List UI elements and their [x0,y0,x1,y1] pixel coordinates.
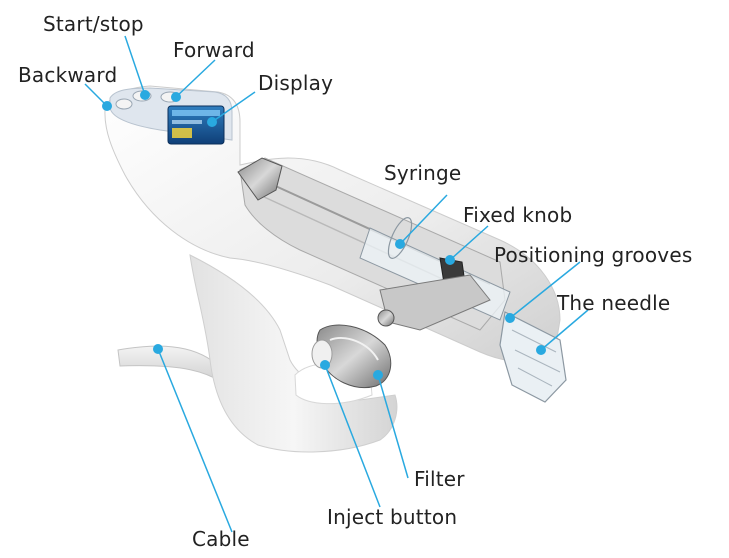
callout-dot-filter [373,370,383,380]
label-backward: Backward [18,63,118,87]
callout-dot-display [207,117,217,127]
callout-dot-backward [102,101,112,111]
callout-line-cable [157,348,233,533]
callout-line-inject-button [324,364,381,508]
callout-dot-cable [153,344,163,354]
callout-line-the-needle [540,309,589,351]
callout-dot-positioning-grooves [505,313,515,323]
callout-dot-fixed-knob [445,255,455,265]
syringe-clip [237,157,283,201]
callout-line-syringe [399,194,448,245]
callout-line-forward [175,59,216,98]
label-fixed-knob: Fixed knob [463,203,573,227]
callout-dots [102,90,546,380]
callout-line-backward [84,83,108,107]
label-positioning-grooves: Positioning grooves [494,243,693,267]
label-start-stop: Start/stop [43,12,144,36]
label-filter: Filter [414,467,465,491]
label-inject-button: Inject button [327,505,458,529]
callout-line-start-stop [124,35,146,96]
callout-line-positioning-grooves [509,261,581,319]
callout-dot-start-stop [140,90,150,100]
callout-lines [84,35,589,533]
label-display: Display [258,71,334,95]
label-syringe: Syringe [384,161,462,185]
callout-line-display [211,91,256,123]
callout-dot-the-needle [536,345,546,355]
label-forward: Forward [173,38,255,62]
label-the-needle: The needle [557,291,671,315]
callout-dot-syringe [395,239,405,249]
callout-line-fixed-knob [449,225,489,261]
needle-head [499,311,567,403]
callout-line-filter [377,374,409,479]
label-cable: Cable [192,527,250,551]
callout-dot-inject-button [320,360,330,370]
callout-dot-forward [171,92,181,102]
backward-button [115,98,133,110]
